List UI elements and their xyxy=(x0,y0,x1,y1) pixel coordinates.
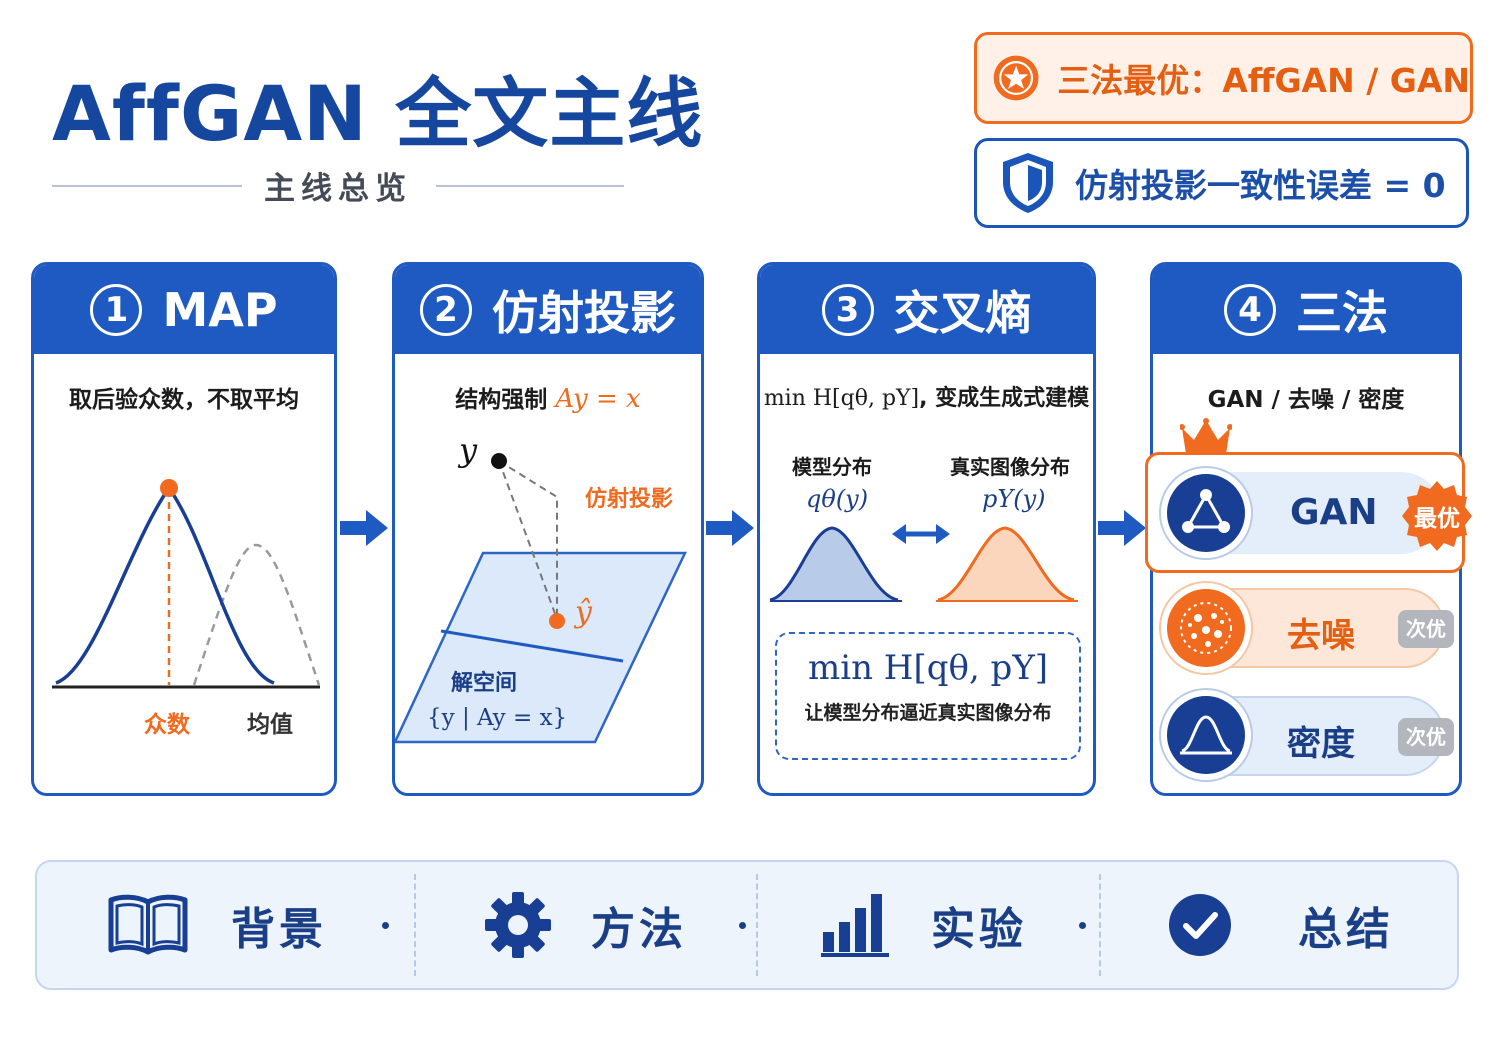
model-dist-label: 模型分布 xyxy=(792,455,872,479)
arrow-right-icon xyxy=(1098,510,1146,546)
best-tag: 最优 xyxy=(1414,506,1460,532)
real-dist-curve xyxy=(937,526,1075,602)
model-dist-curve xyxy=(769,526,899,602)
nav-dot xyxy=(382,922,389,929)
nav-label: 实验 xyxy=(931,904,1027,955)
nav-divider xyxy=(1099,874,1101,976)
card-title: 仿射投影 xyxy=(492,285,676,340)
objective-box: min H[qθ, pY] 让模型分布逼近真实图像分布 xyxy=(775,632,1081,760)
noise-dots-icon xyxy=(1159,581,1253,675)
card-affine-header: 2 仿射投影 xyxy=(395,265,701,354)
card-subtitle: min H[qθ, pY], 变成生成式建模 xyxy=(760,380,1093,412)
real-dist-formula: pY(y) xyxy=(982,485,1046,513)
step-number: 4 xyxy=(1224,283,1276,336)
subtitle-block: 主线总览 xyxy=(52,163,624,207)
projection-diagram xyxy=(395,453,687,744)
nav-item-summary[interactable]: 总结 xyxy=(1168,862,1394,988)
divider-right xyxy=(436,185,624,187)
distributions-plot xyxy=(769,524,1078,602)
section-nav: 背景 方法 实验 xyxy=(35,860,1459,990)
divider-left xyxy=(52,185,242,187)
step-number: 3 xyxy=(821,283,874,336)
objective-text: 让模型分布逼近真实图像分布 xyxy=(804,702,1052,724)
projection-error-text: 仿射投影一致性误差 = 0 xyxy=(1075,166,1446,205)
page-title: AffGAN 全文主线 xyxy=(52,69,704,158)
page-subtitle: 主线总览 xyxy=(264,171,412,207)
solution-set-formula: {y | Ay = x} xyxy=(427,705,568,731)
card-affine-projection: 2 仿射投影 结构强制 Ay = x y ŷ 仿射投影 解空间 {y | Ay … xyxy=(392,262,704,796)
second-tag: 次优 xyxy=(1398,718,1454,756)
method-name-denoise: 去噪 xyxy=(1287,616,1355,656)
card-title: MAP xyxy=(162,282,278,337)
mode-curve xyxy=(55,484,275,685)
mode-point xyxy=(160,479,178,497)
point-y-hat xyxy=(549,613,565,629)
card-cross-entropy: 3 交叉熵 min H[qθ, pY], 变成生成式建模 模型分布 qθ(y) … xyxy=(757,262,1096,796)
graph-triangle-icon xyxy=(1159,466,1253,560)
projection-error-badge: 仿射投影一致性误差 = 0 xyxy=(974,138,1469,228)
model-dist-fill xyxy=(770,528,898,600)
best-seal-icon xyxy=(1402,481,1472,551)
method-name-gan: GAN xyxy=(1290,492,1378,533)
nav-label: 背景 xyxy=(231,904,327,955)
card-map: 1 MAP 取后验众数，不取平均 众数 均值 xyxy=(31,262,337,796)
objective-formula: min H[qθ, pY] xyxy=(807,648,1049,688)
nav-label: 总结 xyxy=(1298,904,1394,955)
method-name-density: 密度 xyxy=(1287,724,1355,764)
book-icon xyxy=(108,894,188,955)
bar-chart-icon xyxy=(821,894,889,957)
nav-dot xyxy=(739,922,746,929)
real-dist-label: 真实图像分布 xyxy=(950,455,1070,479)
nav-item-background[interactable]: 背景 xyxy=(107,862,327,988)
bell-curve-icon xyxy=(1159,688,1253,782)
card-title: 交叉熵 xyxy=(893,285,1032,340)
cross-entropy-formula: min H[qθ, pY] xyxy=(763,386,920,411)
card-cross-entropy-header: 3 交叉熵 xyxy=(760,265,1093,354)
card-subtitle: GAN / 去噪 / 密度 xyxy=(1207,387,1405,413)
nav-divider xyxy=(756,874,758,976)
best-method-badge: 三法最优：AffGAN / GAN xyxy=(974,32,1473,124)
nav-label: 方法 xyxy=(591,904,687,955)
double-arrow-icon xyxy=(892,524,950,544)
y-label: y xyxy=(459,431,478,469)
real-dist-fill xyxy=(938,528,1074,600)
card-subtitle: 结构强制 Ay = x xyxy=(395,380,701,414)
mean-curve xyxy=(192,543,321,686)
solution-space-label: 解空间 xyxy=(451,671,518,696)
arrow-right-icon xyxy=(340,510,388,546)
point-y xyxy=(491,453,507,469)
card-map-header: 1 MAP xyxy=(34,265,334,354)
shield-icon xyxy=(1003,153,1053,213)
best-method-text: 三法最优：AffGAN / GAN xyxy=(1057,61,1470,100)
star-icon xyxy=(993,55,1039,101)
card-title: 三法 xyxy=(1296,285,1388,340)
projection-line xyxy=(498,460,558,620)
nav-dot xyxy=(1079,922,1086,929)
subtitle-text: 结构强制 xyxy=(455,387,556,413)
nav-item-experiment[interactable]: 实验 xyxy=(821,862,1027,988)
second-tag: 次优 xyxy=(1398,610,1454,648)
nav-divider xyxy=(414,874,416,976)
projection-label: 仿射投影 xyxy=(585,487,674,512)
projection-guide xyxy=(498,460,558,619)
nav-item-method[interactable]: 方法 xyxy=(483,862,687,988)
subtitle-text: , 变成生成式建模 xyxy=(919,386,1090,411)
posterior-plot xyxy=(52,479,321,689)
constraint-formula: Ay = x xyxy=(555,384,641,414)
arrow-right-icon xyxy=(706,510,754,546)
mean-label: 均值 xyxy=(247,712,293,738)
step-number: 2 xyxy=(420,283,472,336)
gear-icon xyxy=(485,892,551,958)
step-number: 1 xyxy=(90,283,143,336)
y-hat-label: ŷ xyxy=(575,595,592,630)
model-dist-formula: qθ(y) xyxy=(806,485,869,513)
mode-label: 众数 xyxy=(144,712,190,738)
check-circle-icon xyxy=(1169,894,1231,956)
card-methods-header: 4 三法 xyxy=(1153,265,1459,354)
crown-icon xyxy=(1180,418,1232,454)
card-subtitle: 取后验众数，不取平均 xyxy=(69,387,299,413)
solution-line xyxy=(440,629,624,663)
